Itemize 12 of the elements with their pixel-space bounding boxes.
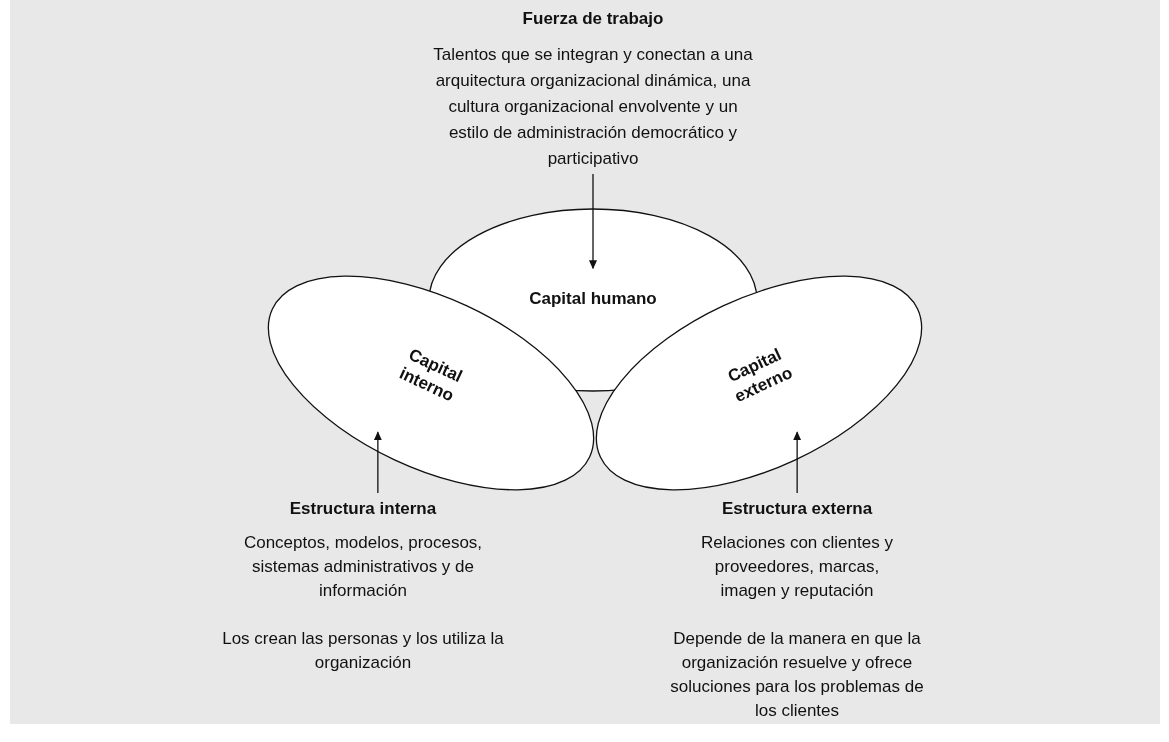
description: Los crean las personas y los utiliza la organización	[221, 628, 505, 674]
description: Depende de la manera en que la organización resuelve y ofrece soluciones para los problemas de los clientes	[669, 628, 925, 722]
ellipse-label: Capital humano	[528, 288, 658, 309]
arrow	[588, 173, 598, 270]
description: Conceptos, modelos, procesos, sistemas administrativos y de información	[242, 532, 484, 602]
heading: Fuerza de trabajo	[521, 8, 665, 30]
heading: Estructura externa	[720, 498, 874, 520]
description: Relaciones con clientes y proveedores, marcas, imagen y reputación	[700, 532, 894, 602]
description: Talentos que se integran y conectan a una arquitectura organizacional dinámica, una cultura organizacional envolvente y un estilo de administración democrático y participativo	[432, 44, 754, 170]
arrow	[373, 431, 382, 494]
heading: Estructura interna	[288, 498, 438, 520]
arrow	[793, 431, 802, 494]
